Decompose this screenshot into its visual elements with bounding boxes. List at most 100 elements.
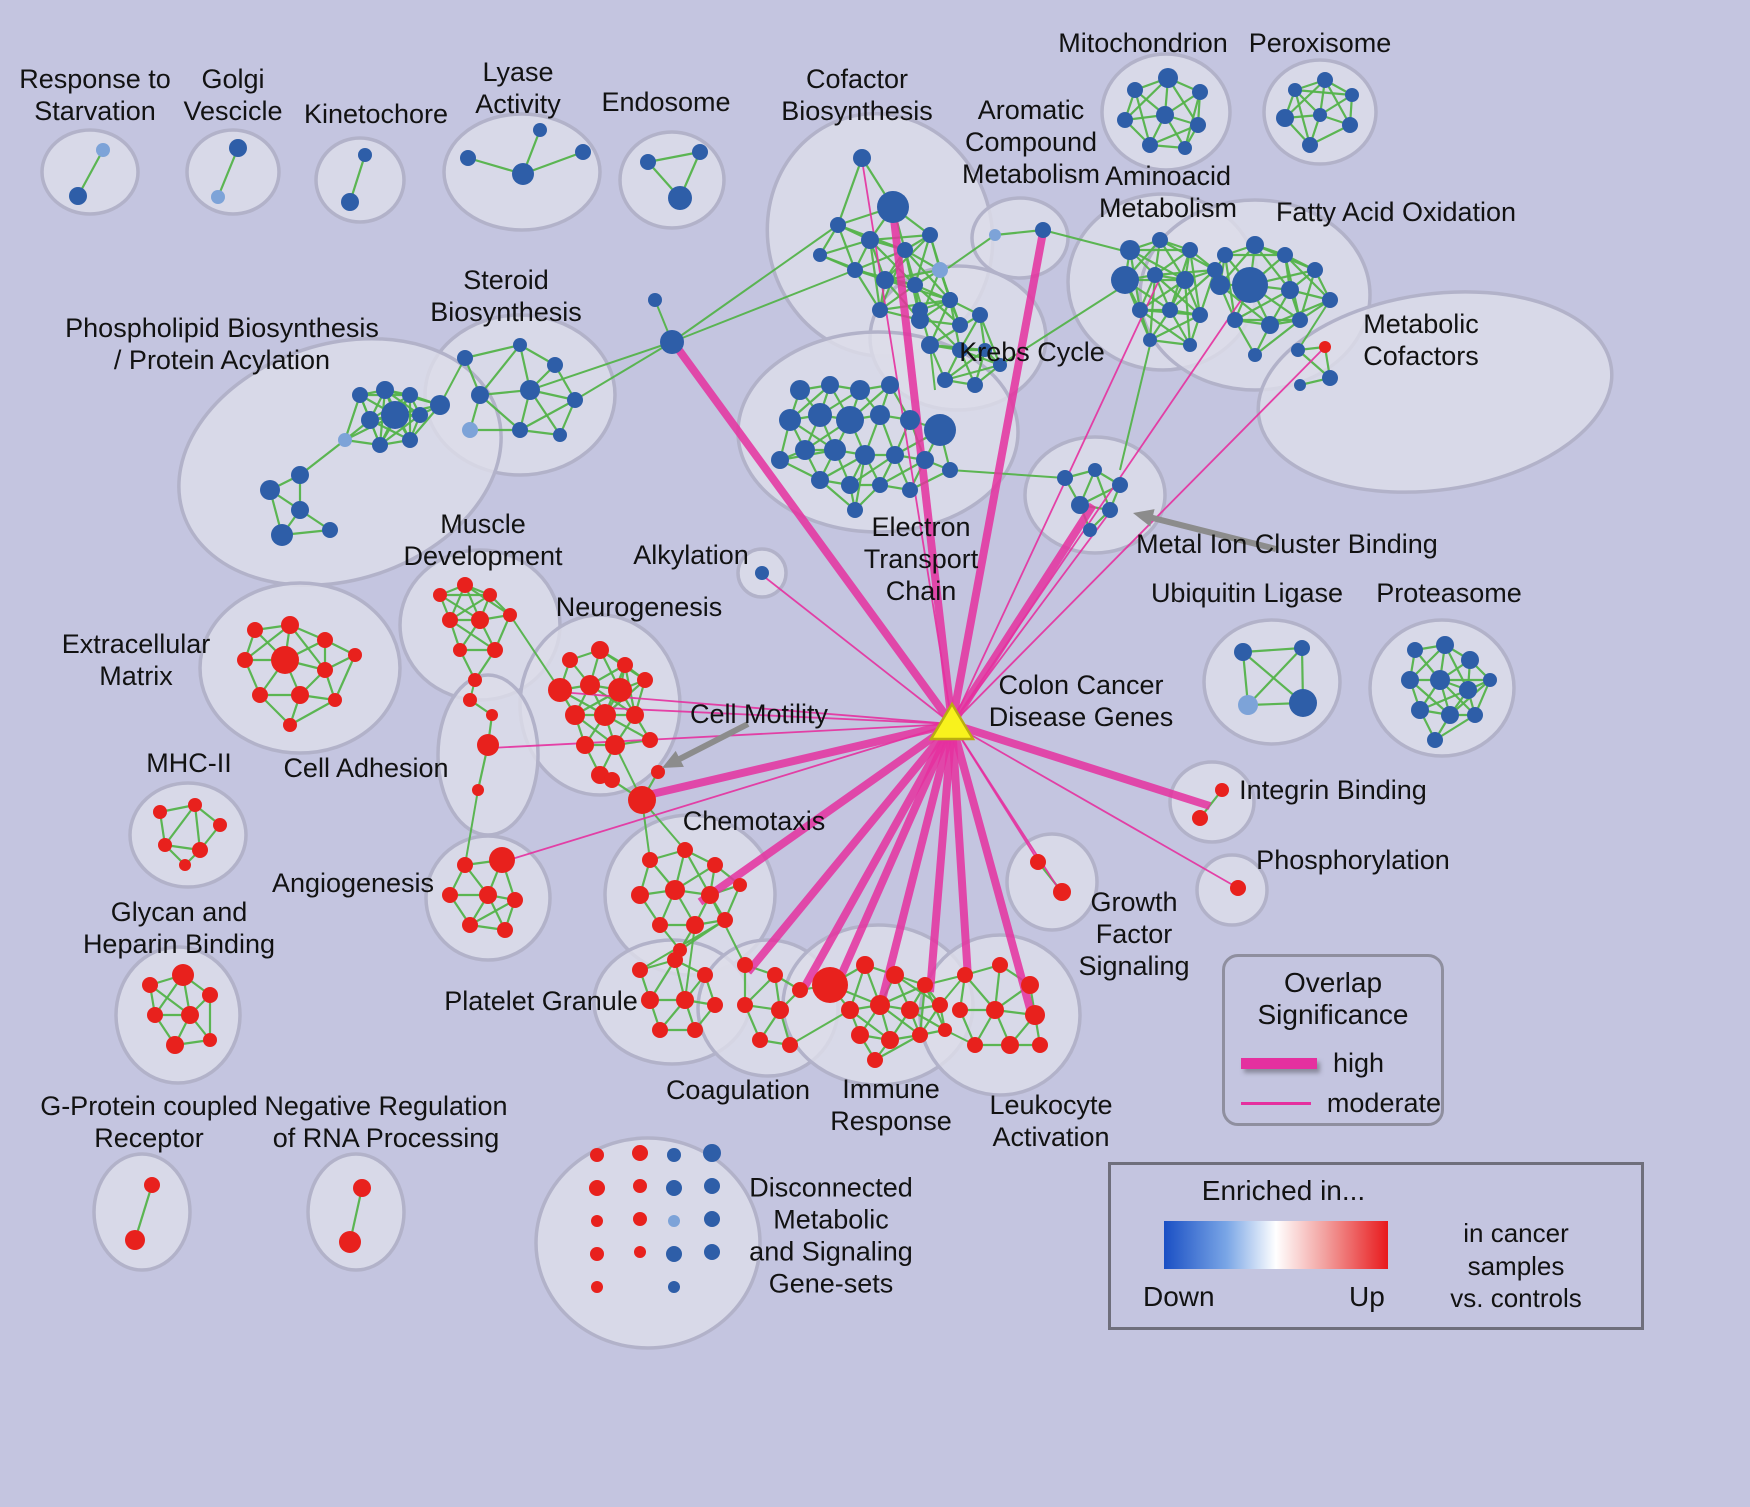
node-ubiquitin-ligase bbox=[1238, 695, 1258, 715]
node-proteasome bbox=[1407, 642, 1423, 658]
node-chemotaxis bbox=[677, 842, 693, 858]
node-extracellular-matrix bbox=[291, 686, 309, 704]
overlap-edge bbox=[1254, 244, 1291, 291]
node-cell-adhesion bbox=[486, 709, 498, 721]
node-mhc-ii bbox=[153, 805, 167, 819]
node-cofactor-biosynthesis bbox=[932, 262, 948, 278]
overlap-edge bbox=[289, 624, 326, 671]
significance-link-moderate bbox=[951, 277, 1161, 725]
node-muscle-development bbox=[471, 611, 489, 629]
node-metal-ion-cluster-binding bbox=[1102, 502, 1118, 518]
node-fatty-acid-oxidation bbox=[1217, 247, 1233, 263]
node-aminoacid-metabolism bbox=[1176, 271, 1194, 289]
node-fatty-acid-oxidation bbox=[1292, 312, 1308, 328]
node-aminoacid-metabolism bbox=[1162, 302, 1178, 318]
cluster-ellipse-metal-ion-cluster-binding bbox=[1023, 435, 1167, 555]
node-proteasome bbox=[1461, 651, 1479, 669]
overlap-edge bbox=[1139, 309, 1191, 346]
node-extracellular-matrix bbox=[317, 632, 333, 648]
node-electron-transport-chain bbox=[872, 477, 888, 493]
node-ubiquitin-ligase bbox=[1294, 640, 1310, 656]
node-steroid-biosynthesis bbox=[512, 422, 528, 438]
node-alkylation bbox=[755, 566, 769, 580]
overlap-edge bbox=[671, 224, 839, 343]
node-cofactor-biosynthesis bbox=[830, 217, 846, 233]
overlap-edge bbox=[1234, 289, 1291, 321]
node-muscle-development bbox=[457, 577, 473, 593]
node-muscle-development bbox=[442, 612, 458, 628]
node-aminoacid-metabolism bbox=[1192, 307, 1208, 323]
node-phospholipid-biosynthesis bbox=[402, 432, 418, 448]
node-disconnected-genesets bbox=[634, 1246, 646, 1258]
node-proteasome bbox=[1401, 671, 1419, 689]
node-fatty-acid-oxidation bbox=[1246, 236, 1264, 254]
overlap-edge bbox=[671, 269, 856, 343]
legend-row-moderate: moderate bbox=[1225, 1083, 1441, 1123]
overlap-edge bbox=[1284, 79, 1326, 119]
significance-link-high bbox=[948, 723, 972, 979]
node-neurogenesis bbox=[637, 672, 653, 688]
node-disconnected-genesets bbox=[633, 1179, 647, 1193]
node-leukocyte-activation bbox=[1021, 976, 1039, 994]
node-metabolic-cofactors bbox=[1319, 341, 1331, 353]
significance-link-high bbox=[876, 723, 956, 1009]
node-g-protein-coupled-receptor bbox=[125, 1230, 145, 1250]
node-mhc-ii bbox=[188, 798, 202, 812]
node-immune-response bbox=[867, 1052, 883, 1068]
node-mitochondrion bbox=[1192, 84, 1208, 100]
significance-link-high bbox=[950, 720, 1212, 810]
node-electron-transport-chain bbox=[821, 376, 839, 394]
cluster-ellipse-disconnected-genesets bbox=[534, 1136, 762, 1350]
node-ubiquitin-ligase bbox=[1234, 643, 1252, 661]
overlap-edge bbox=[1148, 274, 1157, 341]
node-electron-transport-chain bbox=[808, 403, 832, 427]
node-electron-transport-chain bbox=[836, 406, 864, 434]
node-coagulation bbox=[767, 967, 783, 983]
node-extracellular-matrix bbox=[271, 646, 299, 674]
node-phosphorylation bbox=[1230, 880, 1246, 896]
node-proteasome bbox=[1427, 732, 1443, 748]
overlap-edge bbox=[684, 924, 696, 1001]
node-cofactor-biosynthesis bbox=[813, 248, 827, 262]
node-disconnected-genesets bbox=[703, 1144, 721, 1162]
node-muscle-development bbox=[483, 588, 497, 602]
node-endosome bbox=[692, 144, 708, 160]
node-aminoacid-metabolism bbox=[1183, 338, 1197, 352]
node-fatty-acid-oxidation bbox=[1322, 292, 1338, 308]
node-steroid-biosynthesis bbox=[520, 380, 540, 400]
significance-link-moderate bbox=[951, 346, 1326, 725]
significance-link-high bbox=[672, 343, 956, 727]
significance-link-high bbox=[926, 723, 956, 993]
node-growth-factor-signaling bbox=[1053, 883, 1071, 901]
node-cell-motility bbox=[628, 786, 656, 814]
overlap-edge bbox=[449, 619, 496, 651]
overlap-edge bbox=[944, 349, 986, 381]
overlap-edge bbox=[1149, 123, 1199, 147]
node-glycan-heparin-binding bbox=[172, 964, 194, 986]
overlap-edge bbox=[464, 789, 479, 866]
legend-high-label: high bbox=[1333, 1047, 1385, 1078]
node-cofactor-biosynthesis bbox=[847, 262, 863, 278]
node-phospholipid-biosynthesis bbox=[372, 437, 388, 453]
node-proteasome bbox=[1430, 670, 1450, 690]
node-aminoacid-metabolism bbox=[1143, 333, 1157, 347]
node-muscle-development bbox=[487, 642, 503, 658]
node-immune-response bbox=[932, 997, 948, 1013]
node-glycan-heparin-binding bbox=[166, 1036, 184, 1054]
node-angiogenesis bbox=[479, 886, 497, 904]
node-cell-adhesion bbox=[472, 784, 484, 796]
node-extracellular-matrix bbox=[328, 693, 342, 707]
connector-node bbox=[660, 330, 684, 354]
node-proteasome bbox=[1467, 707, 1483, 723]
node-aminoacid-metabolism bbox=[1207, 262, 1223, 278]
node-proteasome bbox=[1436, 636, 1454, 654]
node-neurogenesis bbox=[605, 735, 625, 755]
overlap-edge bbox=[1242, 646, 1303, 654]
overlap-edge bbox=[849, 454, 896, 486]
node-neurogenesis bbox=[591, 641, 609, 659]
node-leukocyte-activation bbox=[1025, 1005, 1045, 1025]
node-immune-response bbox=[901, 1001, 919, 1019]
node-chemotaxis bbox=[733, 878, 747, 892]
node-metal-ion-cluster-binding bbox=[1088, 463, 1102, 477]
node-leukocyte-activation bbox=[992, 957, 1008, 973]
